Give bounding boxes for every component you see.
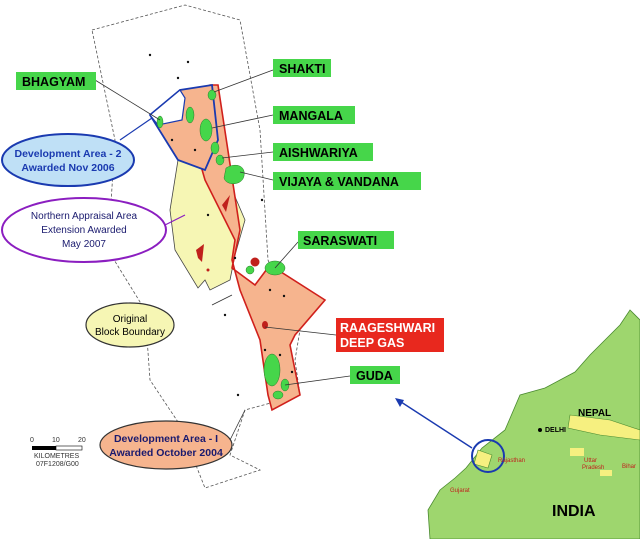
uttar-label-2: Pradesh	[582, 465, 604, 471]
leader-lines	[94, 69, 351, 441]
gas-spot-raageshwari	[262, 321, 268, 329]
label-bg-guda	[350, 366, 400, 384]
northern-line2: Extension Awarded	[41, 225, 126, 236]
label-bg-aishwariya	[273, 143, 373, 161]
nepal-label: NEPAL	[578, 408, 611, 419]
field-aishwariya-blob	[215, 154, 225, 166]
field-bhagyam-blob-2	[185, 106, 195, 124]
scale-tick-0: 0	[30, 437, 34, 444]
oval-northern-appraisal	[1, 197, 167, 263]
rajasthan-circle	[471, 439, 505, 473]
scale-tick-20: 20	[78, 437, 86, 444]
field-vijaya-blob	[223, 165, 245, 184]
delhi-label: DELHI	[545, 427, 566, 434]
northern-line1: Northern Appraisal Area	[31, 211, 138, 222]
field-guda-blob	[263, 353, 281, 387]
label-bg-bhagyam	[16, 72, 96, 90]
bihar-label: Bihar	[622, 464, 636, 470]
field-saraswati-blob-2	[245, 265, 255, 275]
inset-arrow-head	[395, 398, 404, 407]
field-shakti-blob	[207, 89, 217, 101]
development-area-1	[181, 84, 327, 412]
dev-area-2-leader	[119, 117, 153, 141]
oval-original-boundary	[85, 302, 175, 348]
scale-unit: KILOMETRES	[34, 453, 79, 460]
gujarat-label: Gujarat	[450, 488, 470, 494]
gas-spot-northern-2	[196, 244, 204, 262]
field-label-raageshwari-line2: DEEP GAS	[340, 336, 404, 350]
label-bg-vijaya	[273, 172, 421, 190]
northern-line3: May 2007	[62, 239, 106, 250]
field-label-aishwariya: AISHWARIYA	[279, 146, 358, 160]
field-label-vijaya: VIJAYA & VANDANA	[279, 175, 399, 189]
dev-area-2-line1: Development Area - 2	[15, 148, 122, 160]
field-label-saraswati: SARASWATI	[303, 234, 377, 248]
label-bg-shakti	[273, 59, 331, 77]
dev-area-2-line2: Awarded Nov 2006	[21, 162, 114, 174]
gas-spot-saraswati	[250, 257, 260, 267]
northern-leader	[164, 214, 186, 226]
field-label-bhagyam: BHAGYAM	[22, 75, 85, 89]
field-bhagyam-blob	[156, 115, 164, 129]
field-mangala-blob-2	[210, 141, 220, 155]
label-bg-raageshwari	[336, 318, 444, 352]
dev-area-1-line1: Development Area - I	[114, 433, 218, 445]
rajasthan-block	[473, 449, 493, 469]
uttar-label-1: Uttar	[584, 458, 597, 464]
field-mangala-blob	[199, 118, 213, 142]
field-label-mangala: MANGALA	[279, 109, 343, 123]
block-marker-2	[600, 470, 612, 476]
rajasthan-label: Rajasthan	[498, 458, 525, 464]
nepal-region	[567, 414, 640, 441]
gas-spot-3	[206, 268, 210, 272]
well-dots	[148, 53, 294, 397]
india-outline	[427, 309, 640, 539]
india-label: INDIA	[552, 503, 596, 520]
original-line2: Block Boundary	[95, 327, 165, 338]
label-bg-mangala	[273, 106, 355, 124]
original-line1: Original	[113, 314, 147, 325]
oval-dev-area-2	[1, 133, 135, 187]
label-bg-saraswati	[298, 231, 394, 249]
oval-dev-area-1	[99, 420, 233, 470]
scale-tick-10: 10	[52, 437, 60, 444]
gas-spot-northern	[222, 195, 230, 212]
scale-ref: 07F1208/G00	[36, 461, 79, 468]
field-label-raageshwari-line1: RAAGESHWARI	[340, 321, 435, 335]
delhi-dot	[538, 428, 542, 432]
block-marker-1	[570, 448, 584, 456]
dev-area-1-line2: Awarded October 2004	[109, 447, 223, 459]
india-inset: NEPAL DELHI Rajasthan Uttar Pradesh Biha…	[395, 309, 640, 539]
scale-bar: 0 10 20 KILOMETRES 07F1208/G00	[30, 437, 86, 468]
field-label-shakti: SHAKTI	[279, 62, 326, 76]
oil-fields	[156, 89, 290, 400]
gas-fields	[196, 195, 268, 329]
field-label-guda: GUDA	[356, 369, 393, 383]
inset-arrow-line	[397, 399, 473, 449]
field-guda-blob-3	[272, 390, 284, 400]
